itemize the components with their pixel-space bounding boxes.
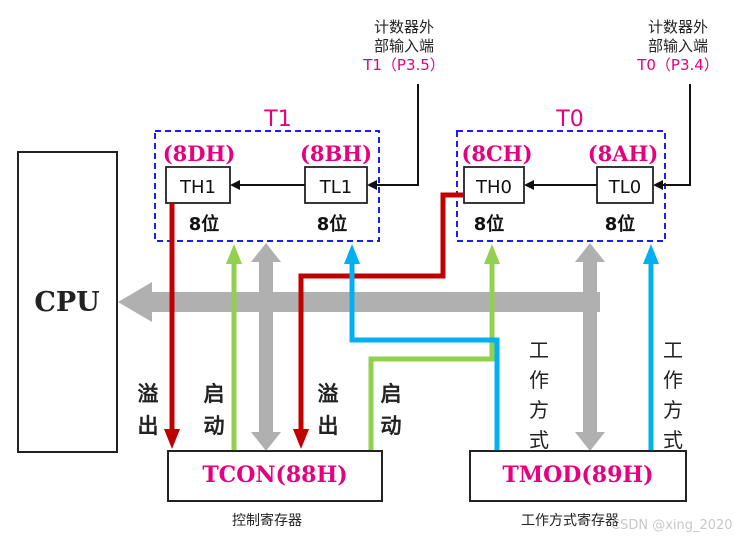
t1-input-note: 计数器外 部输入端 T1（P3.5） [348,18,460,75]
t0-input-note-line2: 部输入端 [647,37,708,55]
watermark: CSDN @xing_2020 [611,518,733,533]
t1-frame [154,130,380,242]
t0-start-label: 启动 [380,382,402,438]
t0-title: T0 [555,107,583,132]
th1-address: (8DH) [163,141,236,166]
t1-input-pin: T1（P3.5） [363,56,445,74]
t1-input-note-line1: 计数器外 [373,18,434,36]
data-bus [118,282,600,322]
t0-start-arrow [368,244,500,450]
t0-input-note: 计数器外 部输入端 T0（P3.4） [622,18,734,75]
th1-name: TH1 [179,177,216,198]
th0-address: (8CH) [461,141,532,166]
t0-input-pin: T0（P3.4） [637,56,719,74]
th0-bits: 8位 [474,213,505,235]
t1-input-arrow [367,84,419,190]
t0-mode-label: 工作方式 [663,338,683,452]
tl1-address: (8BH) [300,141,372,166]
t0-overflow-arrow [293,192,464,449]
bus-arrow-t1 [251,243,281,451]
tcon-box [167,450,383,502]
cpu-box [17,151,118,453]
tcon-caption: 控制寄存器 [232,513,302,529]
t1-overflow-label: 溢出 [137,382,159,438]
tmod-name: TMOD(89H) [502,462,654,488]
tl0-bits: 8位 [605,213,636,235]
t1-overflow-arrow [164,203,180,449]
tl0-address: (8AH) [588,141,659,166]
t0-mode-arrow [643,244,659,450]
t1-input-note-line2: 部输入端 [373,37,434,55]
t1-mode-arrow [344,244,500,450]
t1-start-arrow [226,244,242,450]
bus-arrow-t0 [575,243,605,451]
th0-name: TH0 [475,177,512,198]
cpu-label: CPU [34,287,99,318]
t0-overflow-label: 溢出 [317,382,339,438]
tcon-name: TCON(88H) [202,462,348,488]
t0-input-arrow [653,84,691,190]
tmod-caption: 工作方式寄存器 [521,513,619,529]
t1-start-label: 启动 [203,382,225,438]
t1-title: T1 [263,107,291,132]
tl0-box [596,166,654,204]
th1-bits: 8位 [189,213,220,235]
t0-input-note-line1: 计数器外 [647,18,708,36]
tl1-bits: 8位 [317,213,348,235]
tl0-name: TL0 [608,177,641,198]
t1-mode-label: 工作方式 [529,338,549,452]
tl1-name: TL1 [319,177,352,198]
tmod-box [469,450,687,502]
th0-box [463,166,525,204]
